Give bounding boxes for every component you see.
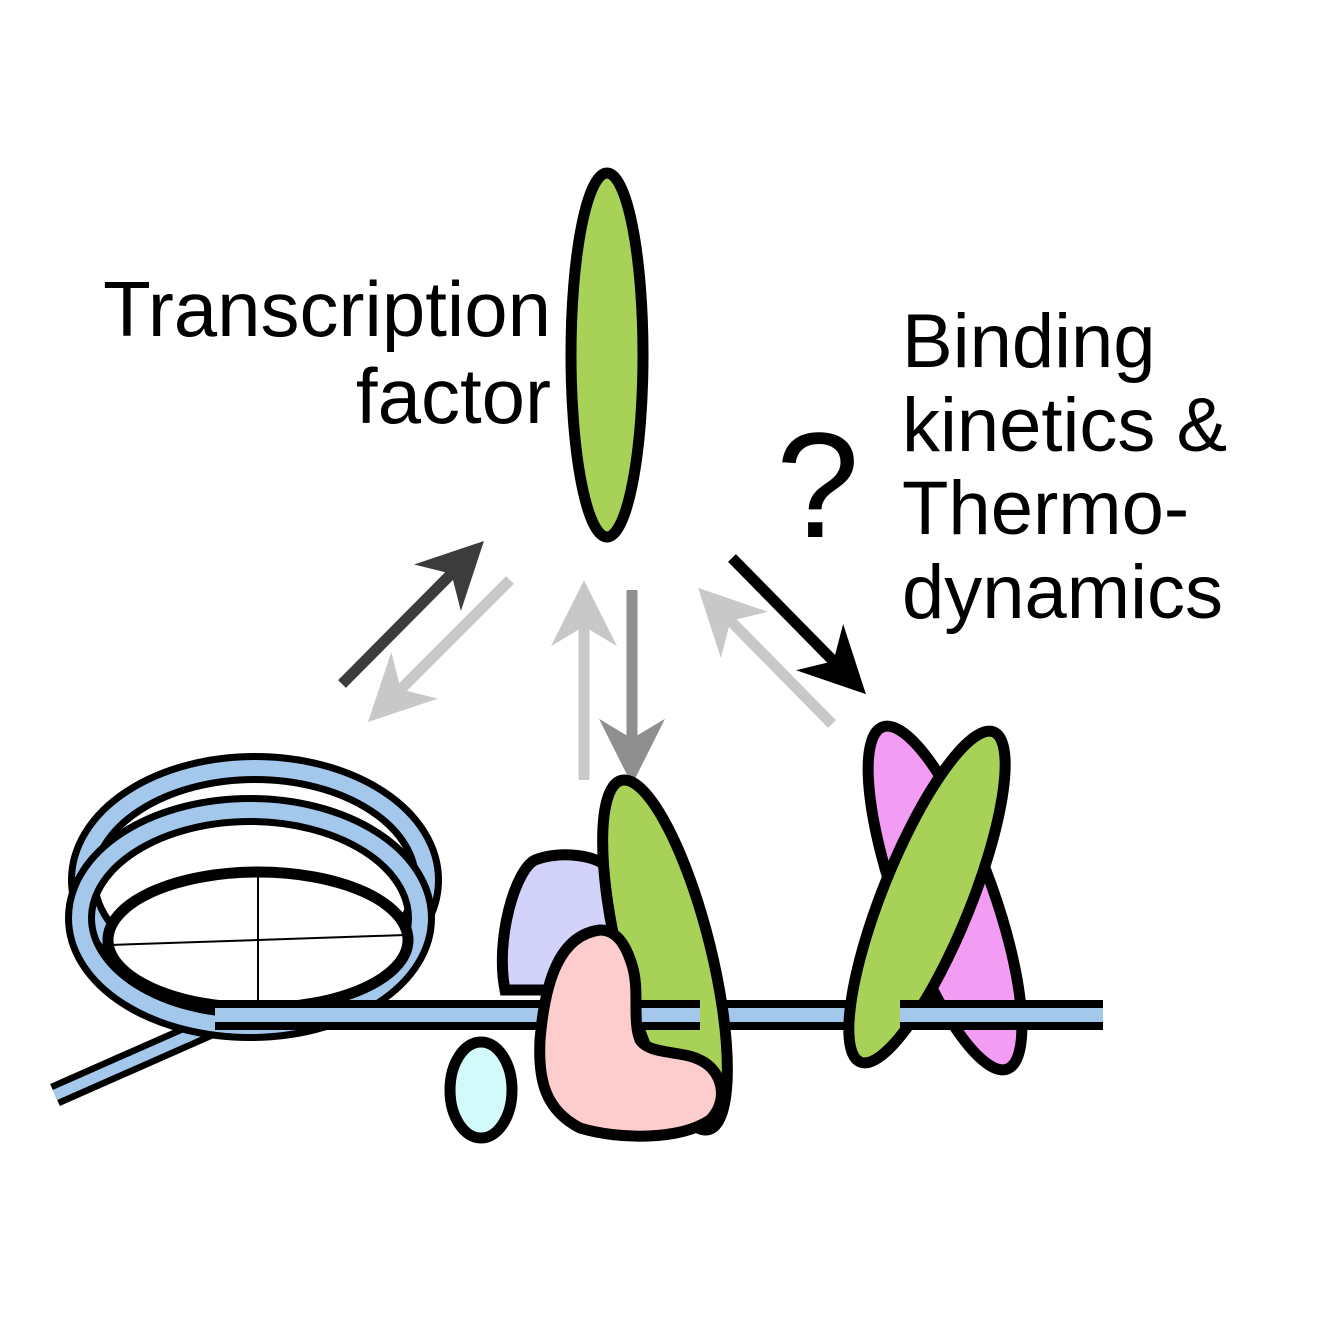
tf-label-line-2: factor xyxy=(355,352,551,441)
bk-label-line-4: dynamics xyxy=(902,549,1223,635)
arrow-unbinding-nucleosome xyxy=(338,540,484,688)
bk-label-line-1: Binding xyxy=(902,299,1156,384)
binding-kinetics-label: Binding kinetics & Thermo- dynamics xyxy=(902,300,1227,634)
nucleosome-equilibrium-arrows xyxy=(338,540,514,723)
arrow-unbinding-partner xyxy=(698,587,836,728)
arrow-binding-partner xyxy=(728,554,866,695)
bk-label-line-2: kinetics & xyxy=(902,382,1228,468)
tf-label-line-1: Transcription xyxy=(103,265,551,353)
bound-tf-heterodimer xyxy=(843,725,1011,1069)
small-protein xyxy=(444,1036,518,1144)
heterodimer-equilibrium-arrows xyxy=(698,554,866,728)
arrow-binding-nucleosome xyxy=(367,576,514,723)
free-transcription-factor xyxy=(565,167,649,543)
complex-equilibrium-arrows xyxy=(551,580,665,785)
bk-label-line-3: Thermo- xyxy=(902,466,1190,552)
transcription-factor-label: Transcription factor xyxy=(103,265,551,441)
nucleosome xyxy=(50,753,442,1106)
question-mark: ? xyxy=(776,401,860,569)
coactivator-protein xyxy=(534,924,727,1142)
